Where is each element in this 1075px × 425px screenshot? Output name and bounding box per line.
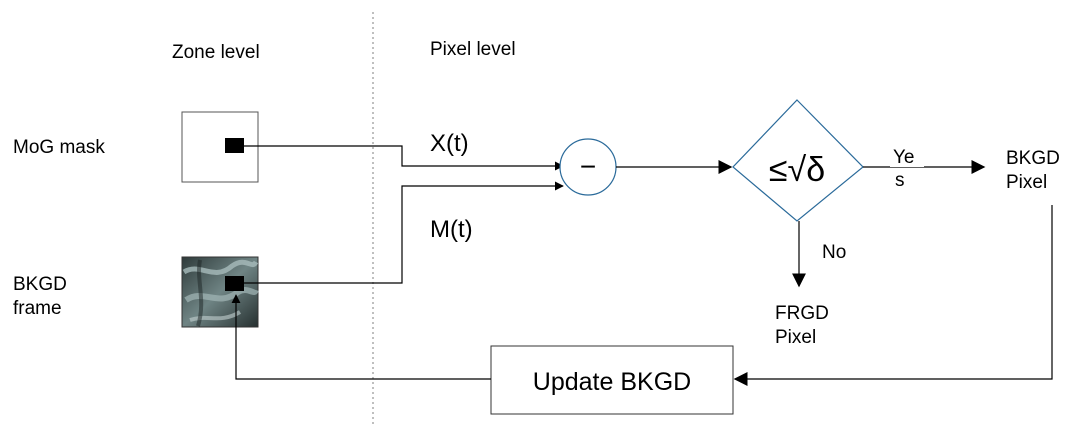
zone-level-heading: Zone level bbox=[172, 42, 260, 63]
x-t-connector bbox=[244, 145, 564, 171]
update-to-frame-connector bbox=[231, 294, 491, 380]
yes-label-line2: s bbox=[895, 170, 905, 191]
bkgd-pixel-to-update-connector bbox=[733, 205, 1053, 386]
frgd-pixel-label-line1: FRGD bbox=[775, 303, 829, 324]
no-label: No bbox=[822, 242, 846, 263]
bkgd-pixel-label-line2: Pixel bbox=[1006, 172, 1047, 193]
yes-label-bg bbox=[890, 153, 924, 167]
m-t-connector bbox=[244, 181, 564, 284]
subtractor-symbol: − bbox=[580, 151, 596, 182]
bkgd-frame-label-line2: frame bbox=[13, 298, 62, 319]
threshold-label: ≤√δ bbox=[769, 151, 825, 189]
bkgd-frame-image bbox=[181, 256, 259, 328]
m-t-label: M(t) bbox=[430, 216, 473, 243]
frgd-pixel-label-line2: Pixel bbox=[775, 327, 816, 348]
mog-mask-box bbox=[181, 111, 259, 183]
yes-label-line1: Ye bbox=[893, 147, 915, 168]
mog-mask-pixel bbox=[225, 138, 244, 153]
update-bkgd-box bbox=[490, 345, 734, 415]
mog-mask-label: MoG mask bbox=[13, 137, 105, 158]
pixel-level-heading: Pixel level bbox=[430, 39, 516, 60]
update-bkgd-label: Update BKGD bbox=[533, 368, 691, 396]
threshold-diamond bbox=[732, 99, 864, 222]
bkgd-pixel-label-line1: BKGD bbox=[1006, 148, 1060, 169]
x-t-label: X(t) bbox=[430, 130, 469, 157]
bkgd-frame-label-line1: BKGD bbox=[13, 274, 67, 295]
bkgd-frame-pixel bbox=[225, 276, 244, 291]
